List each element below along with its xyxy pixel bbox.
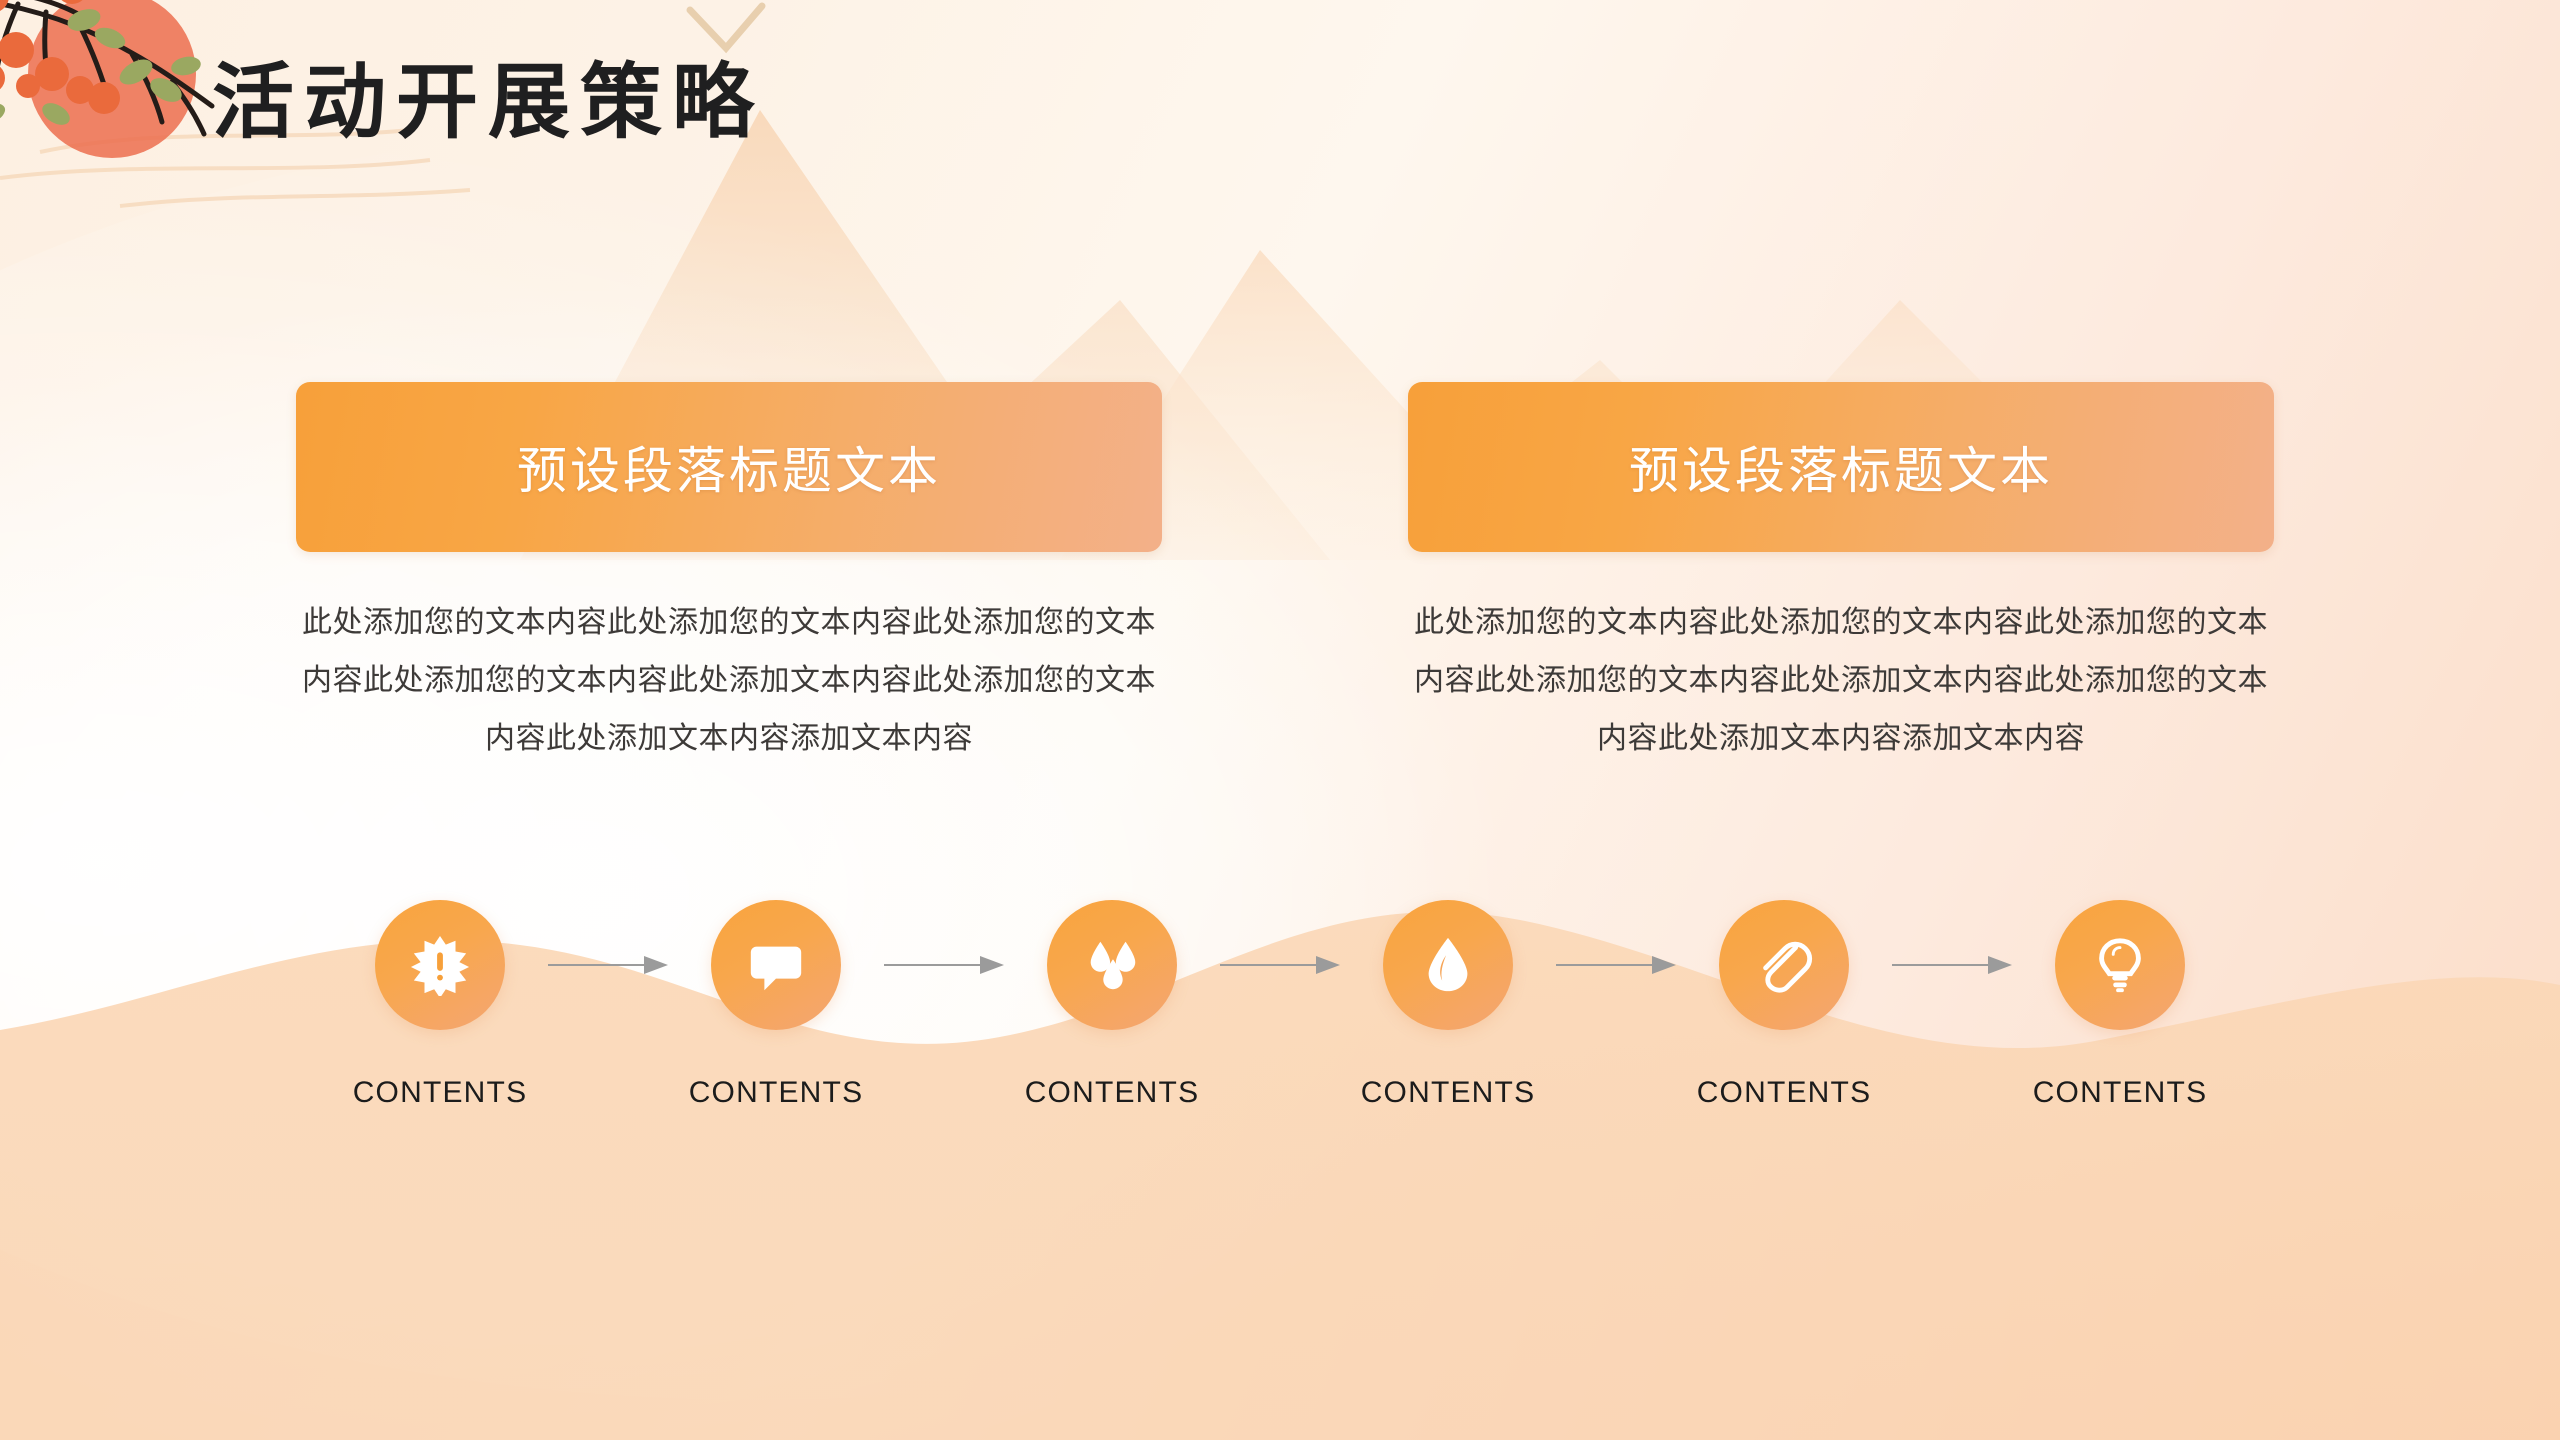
process-connector-2 <box>879 900 1009 1030</box>
arrow-right-icon <box>884 956 1004 974</box>
paperclip-icon <box>1763 941 1813 993</box>
heading-banner-left-label: 预设段落标题文本 <box>517 443 941 499</box>
body-text-left: 此处添加您的文本内容此处添加您的文本内容此处添加您的文本内容此处添加您的文本内容… <box>302 606 1156 755</box>
bird-mark-icon <box>686 2 766 54</box>
process-connector-5 <box>1887 900 2017 1030</box>
body-text-right: 此处添加您的文本内容此处添加您的文本内容此处添加您的文本内容此处添加您的文本内容… <box>1414 606 2268 755</box>
process-connector-1 <box>543 900 673 1030</box>
process-step-4[interactable]: CONTENTS <box>1345 900 1551 1110</box>
process-flow: CONTENTS CONTENTS <box>0 900 2560 1110</box>
content-column-right: 预设段落标题文本 此处添加您的文本内容此处添加您的文本内容此处添加您的文本内容此… <box>1408 382 2274 768</box>
process-step-4-circle[interactable] <box>1383 900 1513 1030</box>
process-connector-4 <box>1551 900 1681 1030</box>
heading-banner-left[interactable]: 预设段落标题文本 <box>296 382 1162 552</box>
lightbulb-icon <box>2099 938 2141 993</box>
process-step-6[interactable]: CONTENTS <box>2017 900 2223 1110</box>
process-step-3[interactable]: CONTENTS <box>1009 900 1215 1110</box>
arrow-right-icon <box>1892 956 2012 974</box>
process-step-3-label: CONTENTS <box>1024 1076 1200 1109</box>
process-step-1[interactable]: CONTENTS <box>337 900 543 1110</box>
process-step-1-label: CONTENTS <box>352 1076 528 1109</box>
page-title: 活动开展策略 <box>212 57 765 148</box>
process-step-6-circle[interactable] <box>2055 900 2185 1030</box>
process-step-1-circle[interactable] <box>375 900 505 1030</box>
burst-alert-icon <box>410 935 470 996</box>
process-step-2[interactable]: CONTENTS <box>673 900 879 1110</box>
process-step-5-circle[interactable] <box>1719 900 1849 1030</box>
single-droplet-icon <box>1428 937 1468 992</box>
process-step-3-circle[interactable] <box>1047 900 1177 1030</box>
process-step-5-label: CONTENTS <box>1696 1076 1872 1109</box>
heading-banner-right[interactable]: 预设段落标题文本 <box>1408 382 2274 552</box>
process-step-5[interactable]: CONTENTS <box>1681 900 1887 1110</box>
content-column-left: 预设段落标题文本 此处添加您的文本内容此处添加您的文本内容此处添加您的文本内容此… <box>296 382 1162 768</box>
process-step-2-label: CONTENTS <box>688 1076 864 1109</box>
arrow-right-icon <box>548 956 668 974</box>
process-step-2-circle[interactable] <box>711 900 841 1030</box>
red-sun-circle-icon <box>28 0 196 158</box>
arrow-right-icon <box>1220 956 1340 974</box>
process-step-4-label: CONTENTS <box>1360 1076 1536 1109</box>
process-step-6-label: CONTENTS <box>2032 1076 2208 1109</box>
hill-shape-icon <box>0 911 2560 1440</box>
heading-banner-right-label: 预设段落标题文本 <box>1629 443 2053 499</box>
process-connector-3 <box>1215 900 1345 1030</box>
persimmon-branch-icon <box>0 0 215 137</box>
speech-bubble-icon <box>750 946 802 991</box>
arrow-right-icon <box>1556 956 1676 974</box>
water-drops-icon <box>1090 941 1136 990</box>
